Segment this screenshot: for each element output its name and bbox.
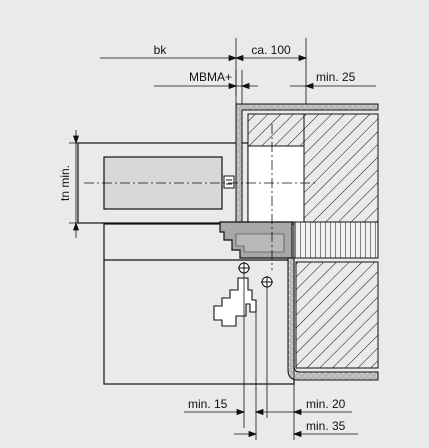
hatched-block-lower-right [295, 261, 379, 369]
vertical-line-band [293, 221, 379, 259]
hatched-block-upper-left [247, 113, 305, 147]
screw-symbol-left [238, 262, 250, 274]
label-bk: bk [154, 43, 168, 57]
hinge-cup [223, 175, 235, 189]
hatched-block-right [303, 113, 379, 223]
screw-symbol-right [261, 276, 273, 288]
inner-cavity [247, 145, 305, 223]
label-min-25: min. 25 [316, 70, 356, 84]
label-min-20: min. 20 [306, 397, 346, 411]
label-mbma: MBMA+ [189, 70, 232, 84]
bracket-profile [213, 277, 257, 327]
dimension-lines [72, 54, 376, 438]
extension-lines [69, 38, 307, 440]
label-min-15: min. 15 [188, 397, 228, 411]
label-tn-min: tn min. [58, 165, 72, 201]
center-lines [84, 124, 318, 270]
label-ca-100: ca. 100 [251, 43, 291, 57]
label-min-35: min. 35 [306, 419, 346, 433]
